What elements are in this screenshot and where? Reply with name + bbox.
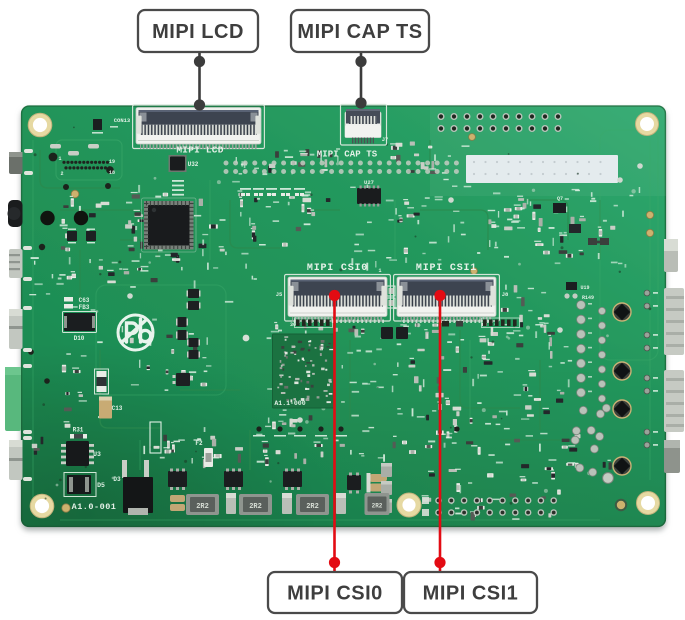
svg-text:U32: U32: [188, 161, 199, 168]
svg-text:R149: R149: [582, 295, 594, 301]
svg-text:MIPI CSI0: MIPI CSI0: [287, 583, 383, 605]
svg-text:D3: D3: [113, 476, 121, 483]
svg-text:2R2: 2R2: [306, 503, 319, 511]
svg-text:MIPI CSI1: MIPI CSI1: [423, 583, 519, 605]
svg-text:C63: C63: [79, 297, 90, 304]
svg-text:19: 19: [109, 159, 115, 165]
svg-text:2R2: 2R2: [249, 503, 262, 511]
svg-text:J7: J7: [382, 136, 389, 143]
svg-text:1: 1: [58, 156, 61, 162]
svg-text:18: 18: [109, 170, 115, 176]
svg-text:MIPI CSI1: MIPI CSI1: [416, 263, 477, 274]
svg-text:FB3: FB3: [79, 304, 90, 311]
svg-text:J5: J5: [276, 291, 283, 298]
svg-text:MIPI CAP TS: MIPI CAP TS: [317, 150, 378, 160]
svg-text:2R2: 2R2: [196, 503, 209, 511]
svg-text:2R2: 2R2: [372, 503, 383, 510]
svg-text:30: 30: [290, 322, 296, 328]
svg-text:Q7: Q7: [557, 196, 563, 202]
svg-text:J8: J8: [502, 291, 509, 298]
svg-text:MIPI CSI0: MIPI CSI0: [307, 263, 368, 274]
svg-text:A1.0-001: A1.0-001: [72, 502, 117, 512]
svg-text:MIPI LCD: MIPI LCD: [152, 21, 244, 43]
svg-text:C13: C13: [112, 405, 123, 412]
svg-text:U27: U27: [364, 179, 374, 186]
svg-text:CON13: CON13: [114, 117, 131, 124]
svg-text:D10: D10: [74, 335, 85, 342]
svg-text:2: 2: [60, 171, 63, 177]
svg-text:U3: U3: [93, 451, 101, 458]
svg-text:R31: R31: [73, 427, 84, 434]
svg-text:D5: D5: [97, 482, 105, 489]
svg-text:MIPI LCD: MIPI LCD: [176, 145, 223, 156]
svg-text:U19: U19: [580, 285, 589, 291]
svg-text:F2: F2: [195, 440, 203, 447]
svg-text:A1.1-000: A1.1-000: [274, 400, 305, 407]
svg-text:1: 1: [378, 268, 381, 274]
svg-text:MIPI CAP TS: MIPI CAP TS: [297, 21, 422, 43]
